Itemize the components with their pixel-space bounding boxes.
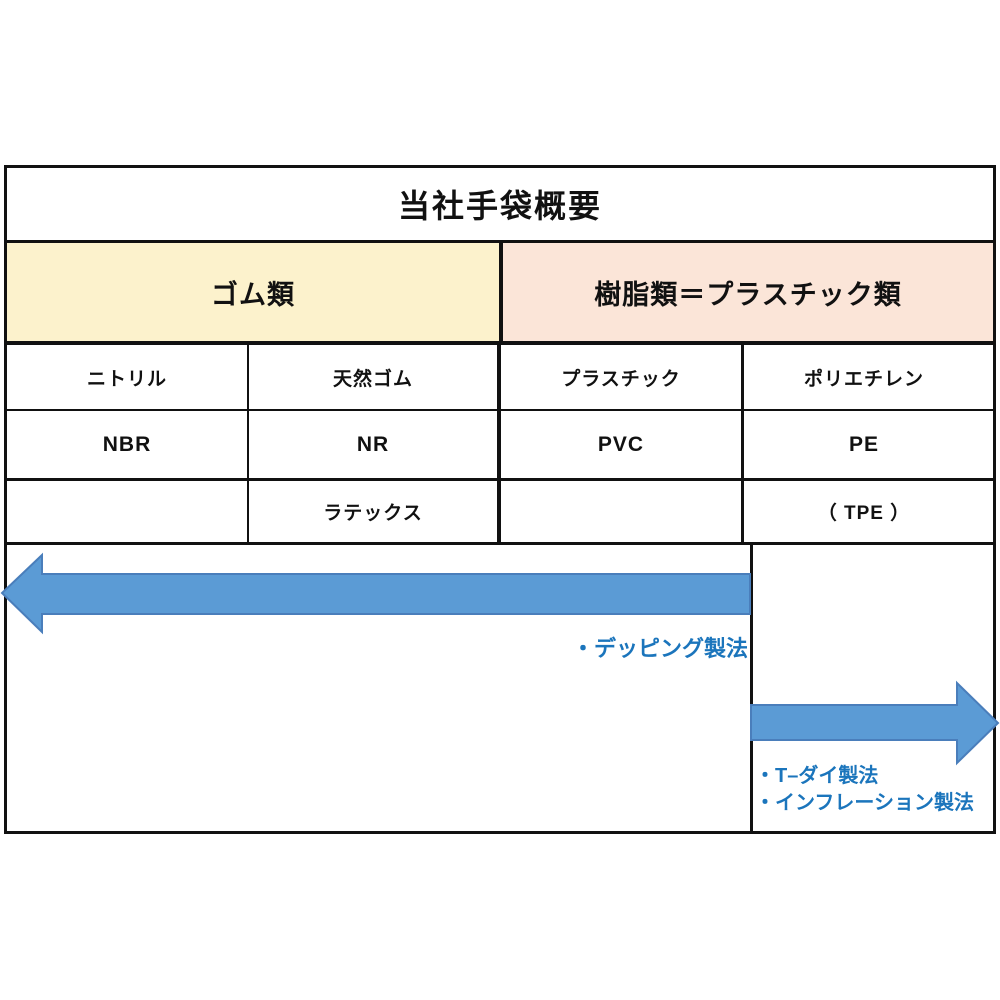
- header-plastic-group: 樹脂類＝プラスチック類: [503, 243, 993, 341]
- cell-nr: NR: [249, 411, 501, 478]
- cell-latex: ラテックス: [249, 481, 501, 542]
- t-die-process-label: ・T–ダイ製法: [755, 765, 879, 787]
- inflation-process-label: ・インフレーション製法: [755, 792, 974, 814]
- cell-pe: PE: [848, 432, 879, 456]
- cell-natural-rubber: 天然ゴム: [249, 345, 501, 409]
- cell-empty-2: [501, 481, 744, 542]
- cell-empty-1: [7, 481, 249, 542]
- cell-tpe: （ TPE ）: [817, 503, 911, 524]
- header-plastic-label: 樹脂類＝プラスチック類: [594, 279, 902, 310]
- plastic-process-labels: ・T–ダイ製法 ・インフレーション製法: [755, 763, 974, 817]
- page-title: 当社手袋概要: [397, 188, 602, 224]
- header-rubber-group: ゴム類: [7, 243, 503, 341]
- cell-polyethylene: ポリエチレン: [803, 368, 924, 390]
- left-arrow-icon: [0, 552, 751, 635]
- cell-nbr: NBR: [7, 411, 249, 478]
- plastic-process-area: ・T–ダイ製法 ・インフレーション製法: [750, 545, 1000, 831]
- header-rubber-label: ゴム類: [211, 279, 295, 310]
- glove-overview-table: 当社手袋概要 ゴム類 樹脂類＝プラスチック類 ニトリル 天然ゴム プラスチック …: [0, 165, 1000, 834]
- title-row: 当社手袋概要: [7, 168, 993, 243]
- process-section: ・デッピング製法 ・T–ダイ製法 ・インフレーション製法: [0, 545, 1000, 831]
- rubber-process-area: ・デッピング製法: [0, 545, 753, 831]
- material-extra-row: ラテックス （ TPE ）: [7, 481, 993, 545]
- cell-pvc: PVC: [501, 411, 744, 478]
- cell-nitrile: ニトリル: [7, 345, 249, 409]
- cell-plastic: プラスチック: [501, 345, 744, 409]
- right-arrow-icon: [750, 680, 1000, 766]
- material-name-row: ニトリル 天然ゴム プラスチック ポリエチレン: [7, 345, 993, 411]
- material-code-row: NBR NR PVC PE: [7, 411, 993, 481]
- group-header-row: ゴム類 樹脂類＝プラスチック類: [7, 243, 993, 345]
- dipping-process-label: ・デッピング製法: [571, 636, 748, 661]
